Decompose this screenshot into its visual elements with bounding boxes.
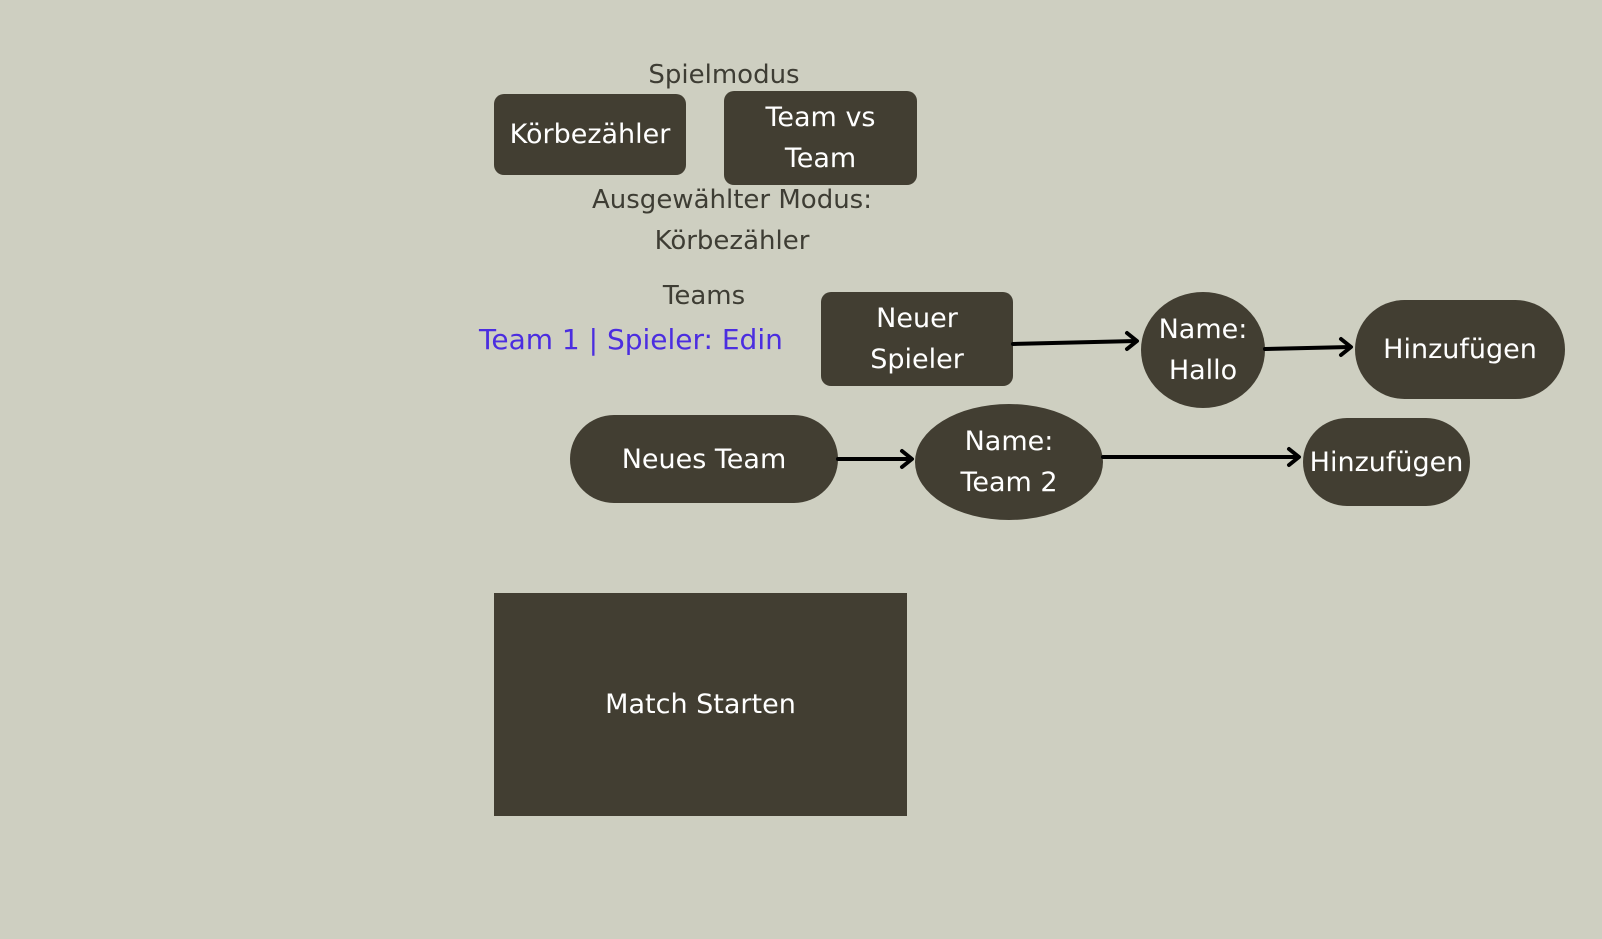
arrow-player-to-name-head xyxy=(1125,331,1139,351)
teams-heading: Teams xyxy=(662,281,746,311)
new-team-button[interactable]: Neues Team xyxy=(570,415,838,503)
team-list-item: Team 1 | Spieler: Edin xyxy=(479,323,783,356)
add-player-button[interactable]: Hinzufügen xyxy=(1355,300,1565,399)
mode-counter-button[interactable]: Körbezähler xyxy=(494,94,686,175)
selected-mode-value: Körbezähler xyxy=(654,226,810,256)
add-team-button[interactable]: Hinzufügen xyxy=(1303,418,1470,506)
arrow-name-to-add-team-head xyxy=(1287,447,1301,467)
mode-heading: Spielmodus xyxy=(648,60,800,90)
player-name-field[interactable]: Name: Hallo xyxy=(1141,292,1265,408)
selected-mode-label: Ausgewählter Modus: xyxy=(592,185,872,215)
arrow-player-to-name xyxy=(1011,339,1138,346)
mode-team-vs-team-button[interactable]: Team vs Team xyxy=(724,91,917,185)
arrow-name-to-add-player xyxy=(1263,345,1352,351)
arrow-team-to-name-head xyxy=(900,449,914,469)
arrow-name-to-add-player-head xyxy=(1339,337,1353,357)
new-player-button[interactable]: Neuer Spieler xyxy=(821,292,1013,386)
team-name-field[interactable]: Name: Team 2 xyxy=(915,404,1103,520)
match-start-button[interactable]: Match Starten xyxy=(494,593,907,816)
